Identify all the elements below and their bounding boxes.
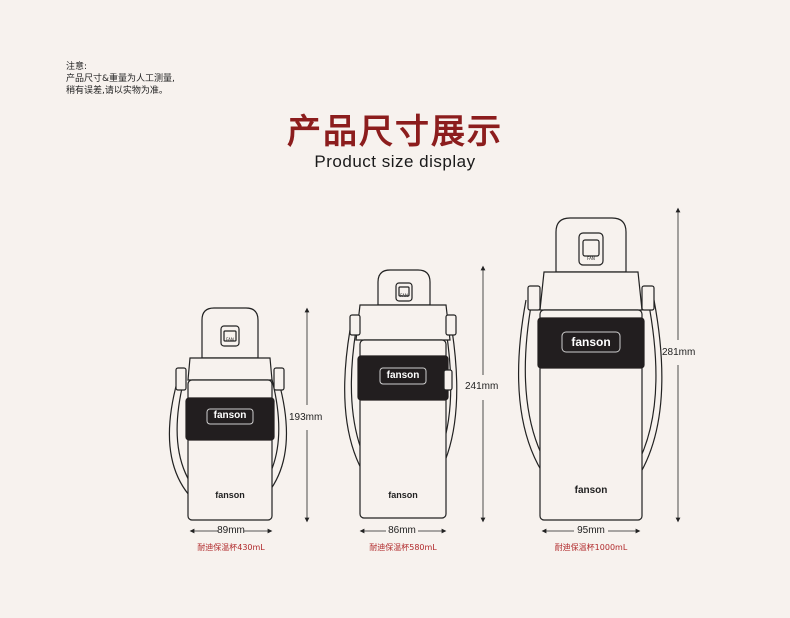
width-label-small: 89mm bbox=[217, 525, 245, 536]
note-line-1: 产品尺寸&重量为人工测量, bbox=[66, 74, 175, 84]
lid-mark-large: FAN bbox=[587, 256, 595, 261]
measurement-note: 注意: 产品尺寸&重量为人工测量, 稍有误差,请以实物为准。 bbox=[66, 61, 175, 97]
sleeve-logo-small: fanson bbox=[213, 410, 247, 421]
bottle-small bbox=[168, 307, 287, 521]
body-logo-medium: fanson bbox=[388, 490, 418, 500]
body-logo-small: fanson bbox=[215, 490, 245, 500]
note-heading: 注意: bbox=[66, 62, 88, 72]
note-line-2: 稍有误差,请以实物为准。 bbox=[66, 86, 168, 96]
lid-mark-medium: FAN bbox=[400, 293, 408, 298]
caption-small: 耐迪保温杯430mL bbox=[197, 543, 265, 552]
bottle-medium bbox=[344, 269, 458, 519]
caption-large: 耐迪保温杯1000mL bbox=[554, 543, 628, 552]
height-label-medium: 241mm bbox=[465, 381, 499, 392]
width-label-large: 95mm bbox=[577, 525, 605, 536]
height-label-small: 193mm bbox=[289, 412, 323, 423]
sleeve-logo-medium: fanson bbox=[386, 370, 420, 381]
lid-mark-small: FAN bbox=[226, 337, 234, 342]
page-title: 产品尺寸展示 bbox=[287, 112, 503, 152]
page-subtitle: Product size display bbox=[314, 152, 476, 171]
height-label-large: 281mm bbox=[662, 347, 696, 358]
sleeve-logo-large: fanson bbox=[571, 335, 611, 349]
width-label-medium: 86mm bbox=[388, 525, 416, 536]
body-logo-large: fanson bbox=[574, 485, 608, 496]
height-dimension-lines bbox=[304, 207, 681, 523]
bottle-large bbox=[518, 217, 663, 521]
caption-medium: 耐迪保温杯580mL bbox=[369, 543, 437, 552]
